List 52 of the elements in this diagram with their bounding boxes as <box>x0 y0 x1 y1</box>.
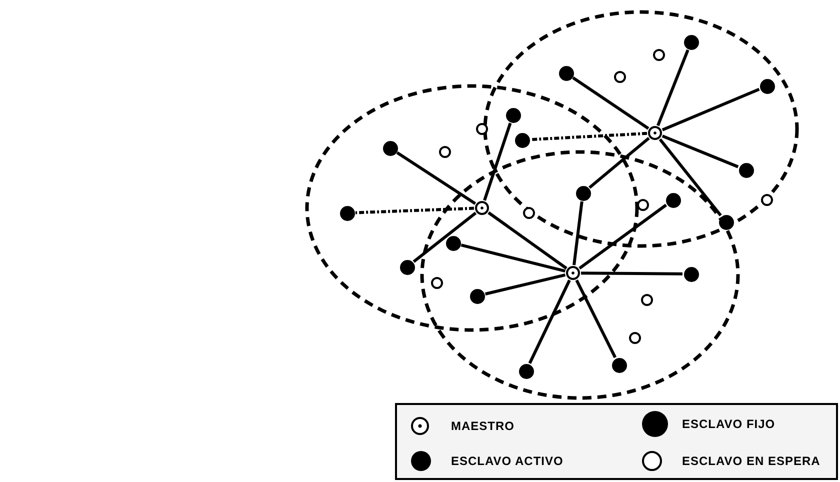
connector-line <box>572 201 584 266</box>
legend-label: ESCLAVO EN ESPERA <box>682 454 820 468</box>
slave-node <box>518 364 534 378</box>
connector-line <box>528 280 571 364</box>
connector-line <box>580 272 683 276</box>
slave-node <box>446 236 460 250</box>
standby-node <box>614 71 626 83</box>
slave-node <box>470 288 484 304</box>
connector-line <box>658 138 722 216</box>
connector-line <box>412 212 477 263</box>
master-node <box>566 266 580 280</box>
legend-label: ESCLAVO ACTIVO <box>451 454 564 468</box>
connector-line <box>656 49 690 126</box>
slave-node <box>506 108 520 122</box>
slave-node <box>340 206 354 220</box>
connector-line <box>572 76 650 130</box>
legend-label: MAESTRO <box>451 419 514 433</box>
slave-node <box>400 260 414 274</box>
connector-line <box>396 151 476 205</box>
standby-node <box>523 207 535 219</box>
standby-node <box>431 277 443 289</box>
standby-node <box>476 123 488 135</box>
connector-line <box>662 134 739 168</box>
slave-node <box>576 186 590 200</box>
connector-line <box>575 280 617 358</box>
connector-line <box>483 122 512 201</box>
connector-line <box>460 244 566 273</box>
master-node <box>648 126 662 140</box>
standby-node <box>629 332 641 344</box>
slave-node <box>738 162 754 178</box>
slave-node <box>612 358 626 372</box>
connector-line <box>488 211 568 270</box>
connector-line <box>662 88 760 132</box>
standby-node <box>653 49 665 61</box>
slave-node <box>684 34 698 50</box>
connector-line <box>530 132 648 142</box>
standby-node <box>439 146 451 158</box>
standby-node <box>637 199 649 211</box>
standby-node <box>761 194 773 206</box>
slave-node <box>760 78 774 94</box>
master-node <box>475 201 489 215</box>
slave-node <box>684 266 698 282</box>
slave-node <box>382 140 398 156</box>
slave-node <box>558 66 574 80</box>
slave-node <box>514 132 530 148</box>
connector-line <box>588 136 650 189</box>
connector-line <box>484 273 566 296</box>
standby-node <box>641 294 653 306</box>
connector-line <box>578 204 667 270</box>
connector-line <box>355 206 474 214</box>
slave-node <box>666 192 680 208</box>
legend-label: ESCLAVO FIJO <box>682 417 776 431</box>
